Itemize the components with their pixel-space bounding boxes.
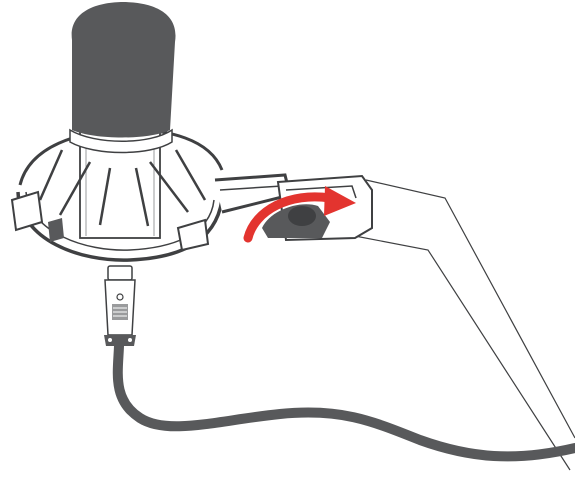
rotate-arrow-icon [243,186,356,243]
xlr-connector-icon [104,265,136,346]
boom-arm-icon [354,179,575,471]
shock-mount-icon [10,190,210,252]
microphone-icon [69,2,176,239]
cable-icon [112,341,575,462]
